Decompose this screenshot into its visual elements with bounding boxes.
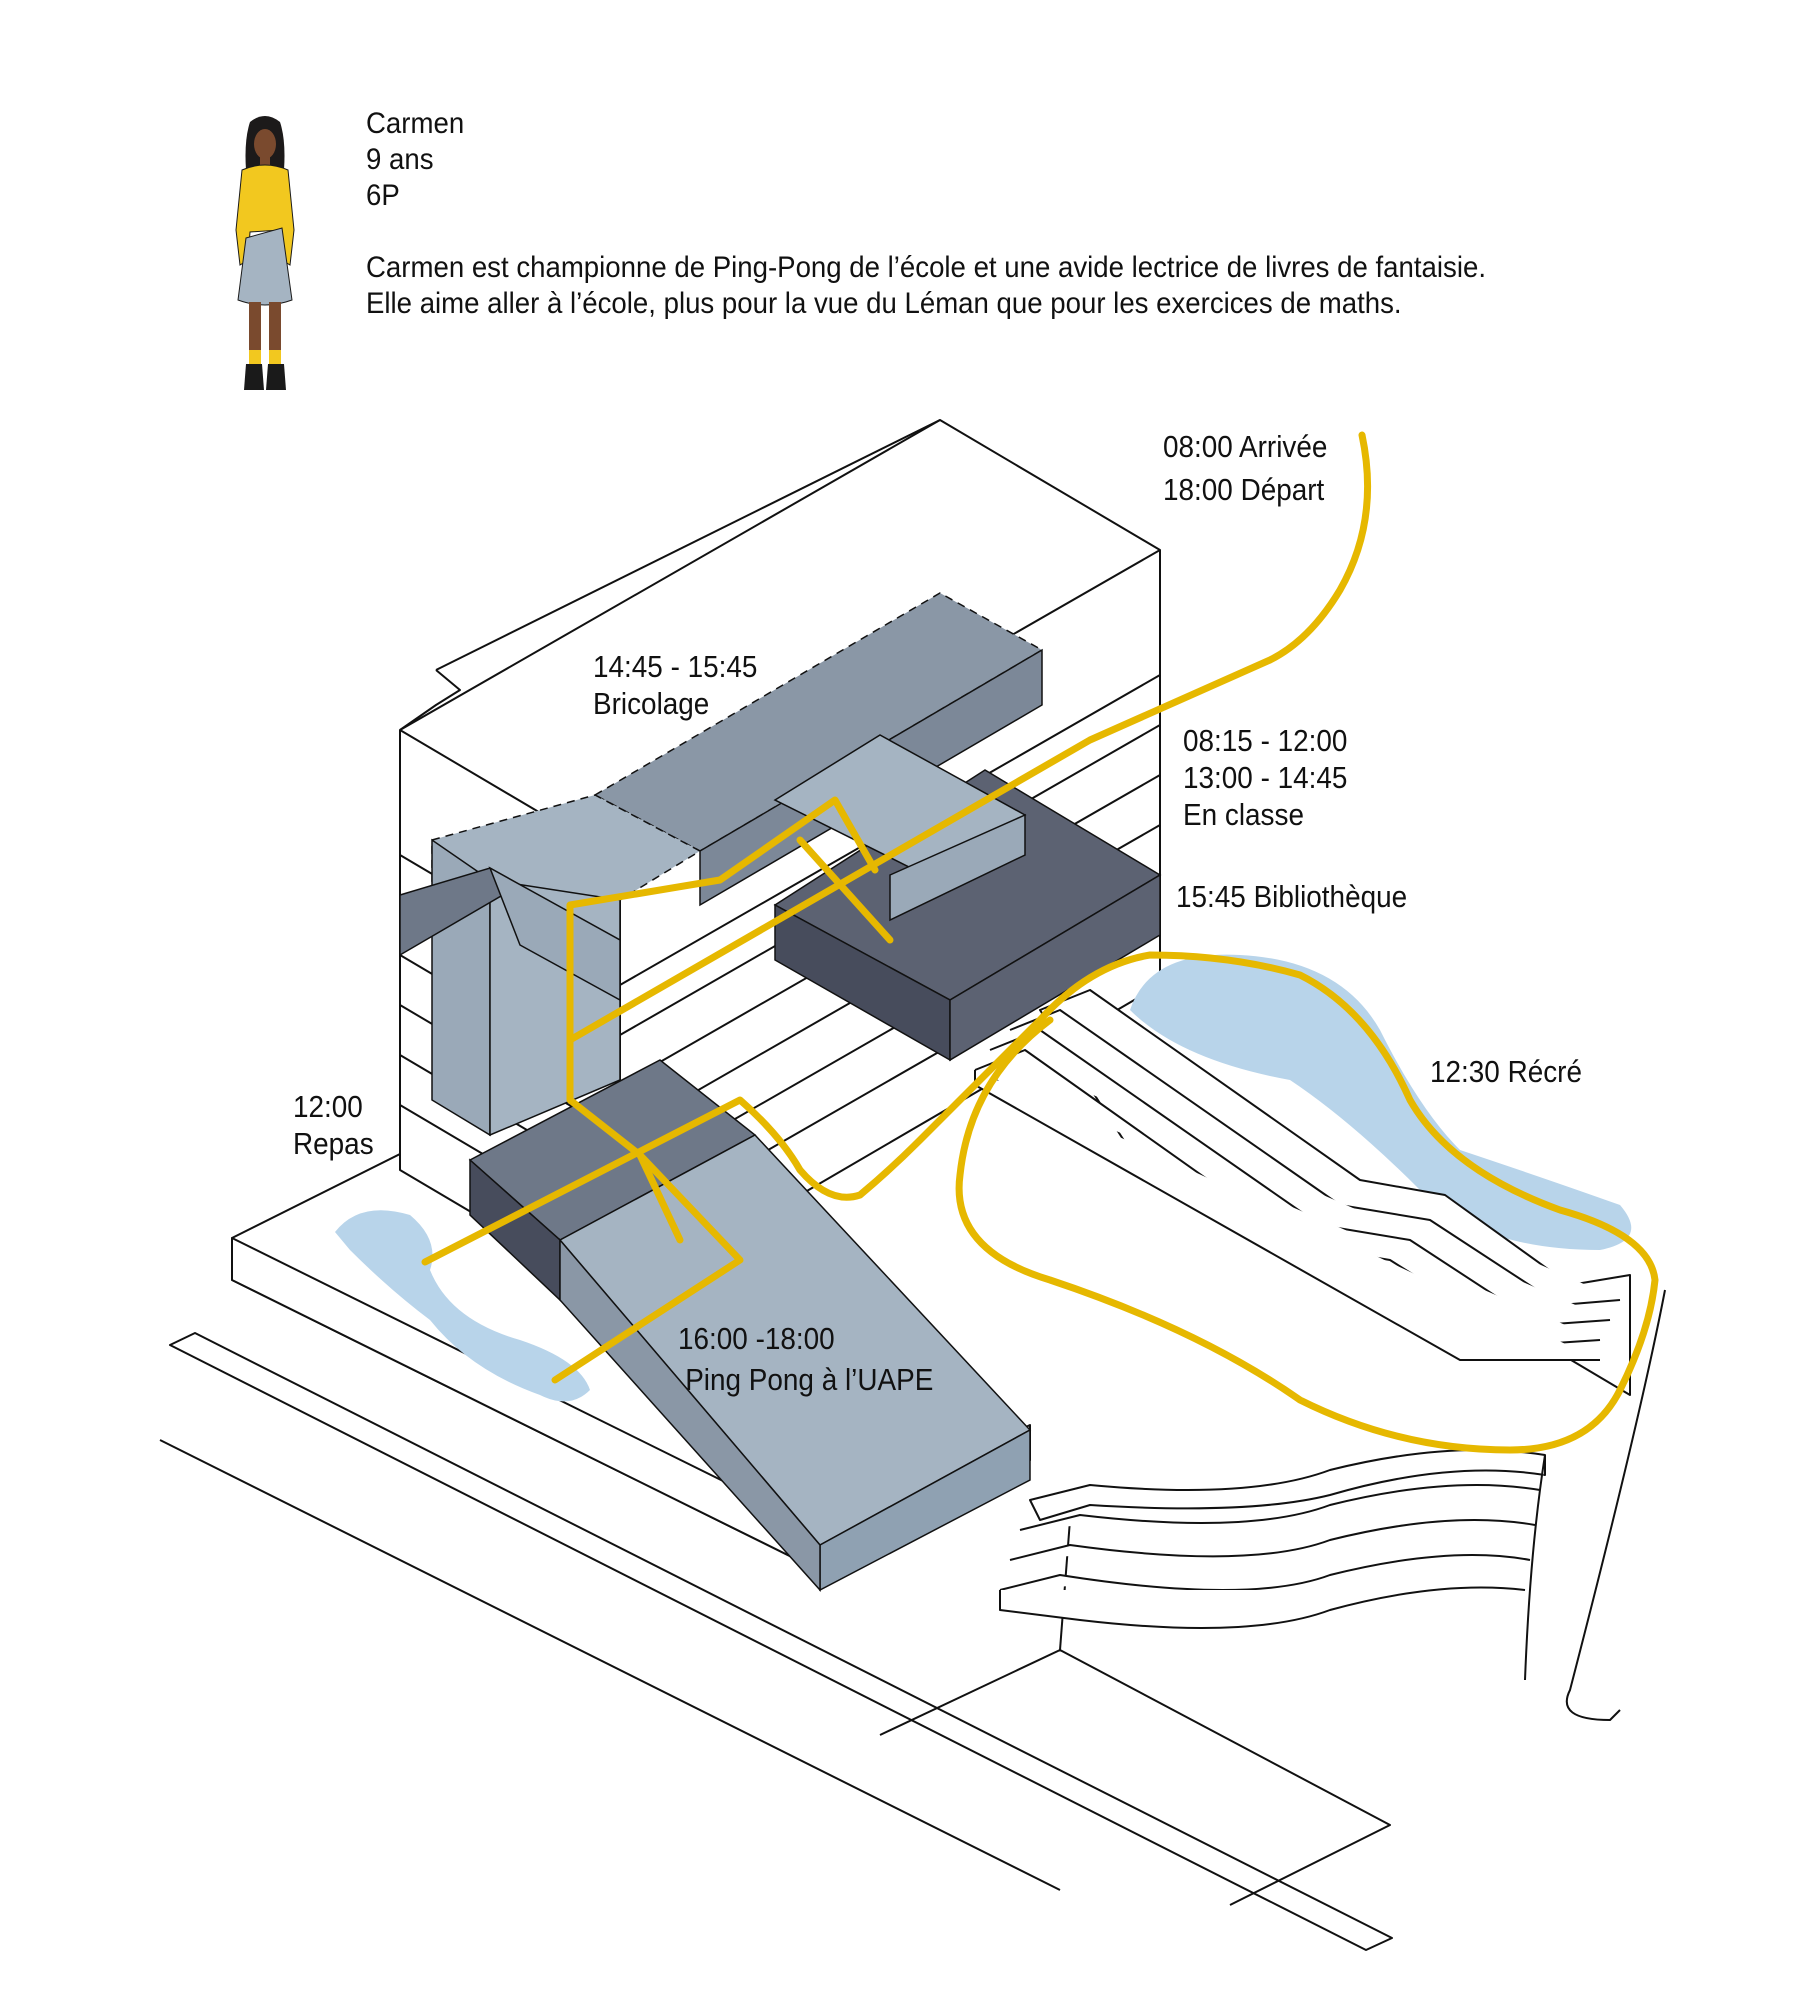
label-uape-name: Ping Pong à l’UAPE bbox=[685, 1362, 934, 1397]
label-repas-time: 12:00 bbox=[293, 1089, 363, 1124]
classroom-block-right bbox=[773, 734, 1027, 922]
label-uape: 16:00 -18:00 Ping Pong à l’UAPE bbox=[678, 1320, 933, 1398]
label-recre: 12:30 Récré bbox=[1430, 1054, 1583, 1089]
water-patch-recess bbox=[1130, 954, 1632, 1250]
description-line-1: Carmen est championne de Ping-Pong de l’… bbox=[366, 251, 1486, 284]
persona-age: 9 ans bbox=[366, 143, 434, 176]
label-uape-time: 16:00 -18:00 bbox=[678, 1321, 835, 1356]
parking-line bbox=[159, 1439, 1061, 1891]
girl-avatar-icon bbox=[235, 116, 295, 390]
label-departure: 18:00 Départ bbox=[1163, 472, 1325, 507]
description-line-2: Elle aime aller à l’école, plus pour la … bbox=[366, 287, 1402, 320]
label-bricolage: 14:45 - 15:45 Bricolage bbox=[593, 648, 757, 722]
label-bibliotheque: 15:45 Bibliothèque bbox=[1176, 879, 1408, 914]
label-class-time-2: 13:00 - 14:45 bbox=[1183, 760, 1348, 795]
label-arrival: 08:00 Arrivée bbox=[1163, 429, 1328, 464]
label-bricolage-time: 14:45 - 15:45 bbox=[593, 649, 758, 684]
daily-route-path bbox=[421, 431, 1659, 1454]
water-patch-entrance bbox=[335, 1210, 590, 1402]
persona-figure bbox=[235, 116, 295, 390]
library-block bbox=[773, 769, 1162, 1062]
label-en-classe: 08:15 - 12:00 13:00 - 14:45 En classe bbox=[1183, 722, 1347, 833]
persona-info: Carmen 9 ans 6P bbox=[366, 106, 464, 214]
label-class-time-1: 08:15 - 12:00 bbox=[1183, 723, 1348, 758]
persona-name: Carmen bbox=[366, 107, 465, 140]
label-arrival-departure: 08:00 Arrivée 18:00 Départ bbox=[1163, 428, 1327, 508]
label-bricolage-name: Bricolage bbox=[593, 686, 710, 721]
terrace-upper bbox=[974, 989, 1631, 1396]
classroom-block-left bbox=[399, 866, 621, 1002]
label-repas: 12:00 Repas bbox=[293, 1088, 374, 1162]
street-line bbox=[169, 1332, 1393, 1951]
label-class-name: En classe bbox=[1183, 797, 1304, 832]
terrace-lower bbox=[999, 1289, 1666, 1721]
label-repas-name: Repas bbox=[293, 1126, 374, 1161]
persona-description: Carmen est championne de Ping-Pong de l’… bbox=[366, 250, 1486, 322]
persona-grade: 6P bbox=[366, 179, 400, 212]
